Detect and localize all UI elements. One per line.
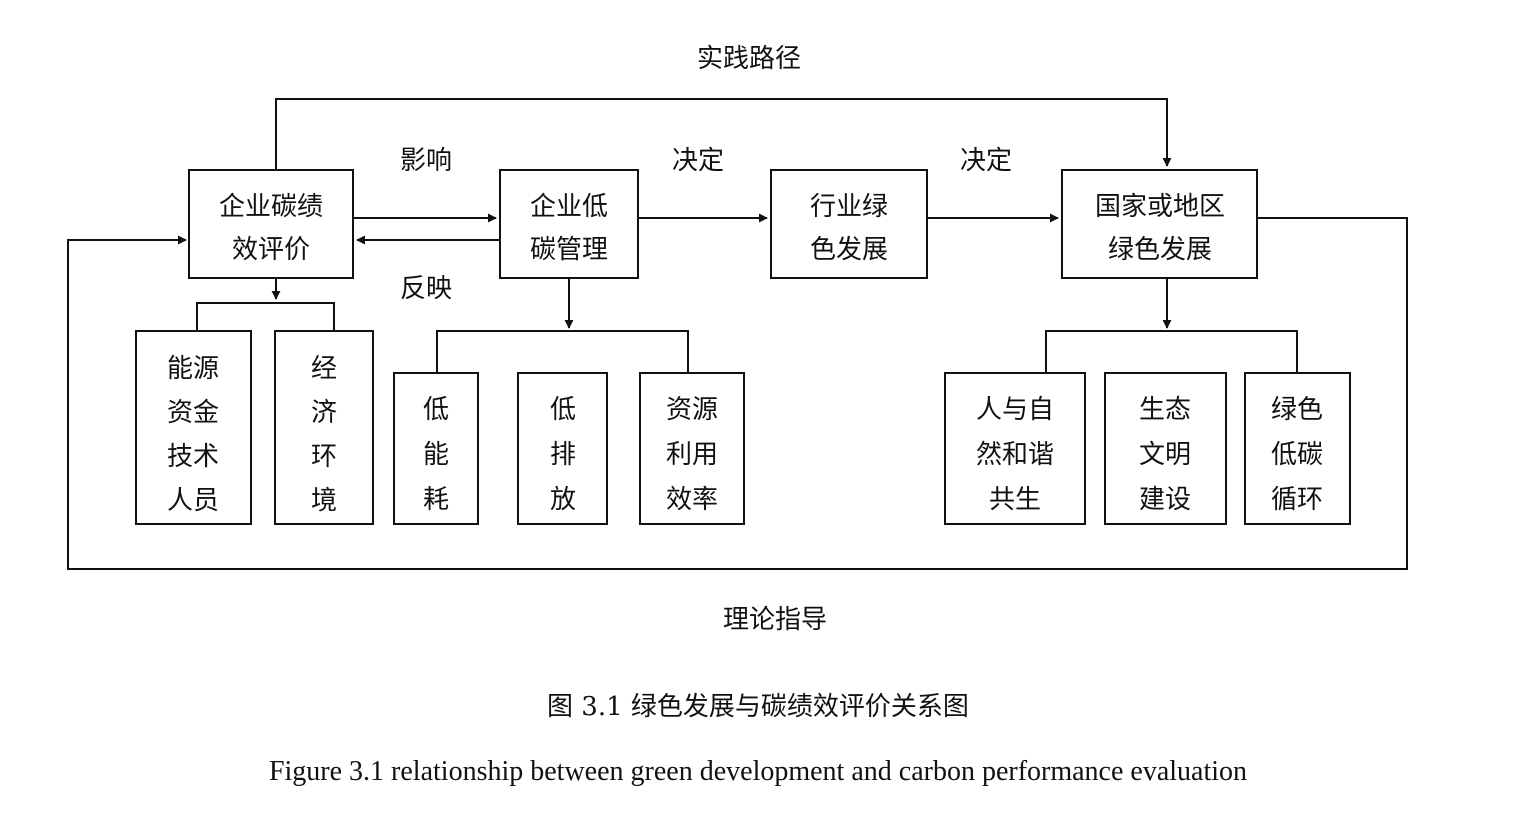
svg-text:排: 排 (550, 440, 576, 470)
svg-text:人员: 人员 (167, 486, 219, 516)
figure-caption-cn: 图 3.1 绿色发展与碳绩效评价关系图 (547, 692, 969, 722)
decide-label-2: 决定 (960, 146, 1012, 176)
svg-text:企业碳绩: 企业碳绩 (219, 192, 323, 222)
practice-path-label: 实践路径 (697, 44, 801, 74)
svg-text:放: 放 (550, 485, 576, 515)
low-carbon-mgmt-node: 企业低 碳管理 (499, 169, 639, 279)
economic-env-node: 经 济 环 境 (274, 330, 374, 525)
low-energy-node: 低 能 耗 (393, 372, 479, 525)
svg-text:资金: 资金 (167, 398, 219, 428)
energy-funds-node: 能源 资金 技术 人员 (135, 330, 252, 525)
svg-text:资源: 资源 (666, 395, 718, 425)
svg-text:效评价: 效评价 (232, 235, 310, 265)
svg-text:色发展: 色发展 (810, 235, 888, 265)
svg-text:循环: 循环 (1271, 485, 1323, 515)
svg-text:利用: 利用 (666, 440, 718, 470)
svg-text:文明: 文明 (1139, 440, 1191, 470)
theory-guidance-label: 理论指导 (723, 605, 827, 635)
svg-text:环: 环 (311, 442, 337, 472)
green-cycle-node: 绿色 低碳 循环 (1244, 372, 1351, 525)
svg-text:建设: 建设 (1139, 485, 1191, 515)
carbon-eval-branch (196, 302, 335, 331)
carbon-eval-node: 企业碳绩 效评价 (188, 169, 354, 279)
decide-label-1: 决定 (672, 146, 724, 176)
svg-text:能源: 能源 (167, 354, 219, 384)
low-emission-node: 低 排 放 (517, 372, 608, 525)
svg-text:低: 低 (550, 395, 576, 425)
low-carbon-branch (436, 330, 689, 373)
theory-guidance-arrow (67, 217, 1408, 570)
svg-text:国家或地区: 国家或地区 (1095, 192, 1225, 222)
svg-text:低: 低 (423, 395, 449, 425)
svg-text:绿色: 绿色 (1271, 395, 1323, 425)
figure-caption-en: Figure 3.1 relationship between green de… (268, 756, 1248, 787)
svg-text:生态: 生态 (1139, 395, 1191, 425)
industry-green-node: 行业绿 色发展 (770, 169, 928, 279)
svg-text:企业低: 企业低 (530, 192, 608, 222)
svg-text:低碳: 低碳 (1271, 440, 1323, 470)
svg-text:济: 济 (311, 398, 337, 428)
svg-text:技术: 技术 (167, 442, 219, 472)
svg-text:行业绿: 行业绿 (810, 192, 888, 222)
svg-text:境: 境 (311, 486, 337, 516)
resource-efficiency-node: 资源 利用 效率 (639, 372, 745, 525)
national-green-node: 国家或地区 绿色发展 (1061, 169, 1258, 279)
svg-text:碳管理: 碳管理 (530, 235, 608, 265)
svg-text:能: 能 (423, 440, 449, 470)
practice-path-arrow (275, 98, 1172, 170)
eco-civilization-node: 生态 文明 建设 (1104, 372, 1227, 525)
national-branch (1045, 330, 1298, 373)
influence-label: 影响 (400, 146, 452, 176)
svg-text:耗: 耗 (423, 485, 449, 515)
svg-text:经: 经 (311, 354, 337, 384)
svg-text:共生: 共生 (989, 485, 1041, 515)
svg-text:人与自: 人与自 (976, 395, 1054, 425)
harmony-node: 人与自 然和谐 共生 (944, 372, 1086, 525)
svg-text:绿色发展: 绿色发展 (1108, 235, 1212, 265)
svg-text:然和谐: 然和谐 (976, 440, 1054, 470)
reflect-label: 反映 (400, 274, 452, 304)
svg-text:效率: 效率 (666, 485, 718, 515)
